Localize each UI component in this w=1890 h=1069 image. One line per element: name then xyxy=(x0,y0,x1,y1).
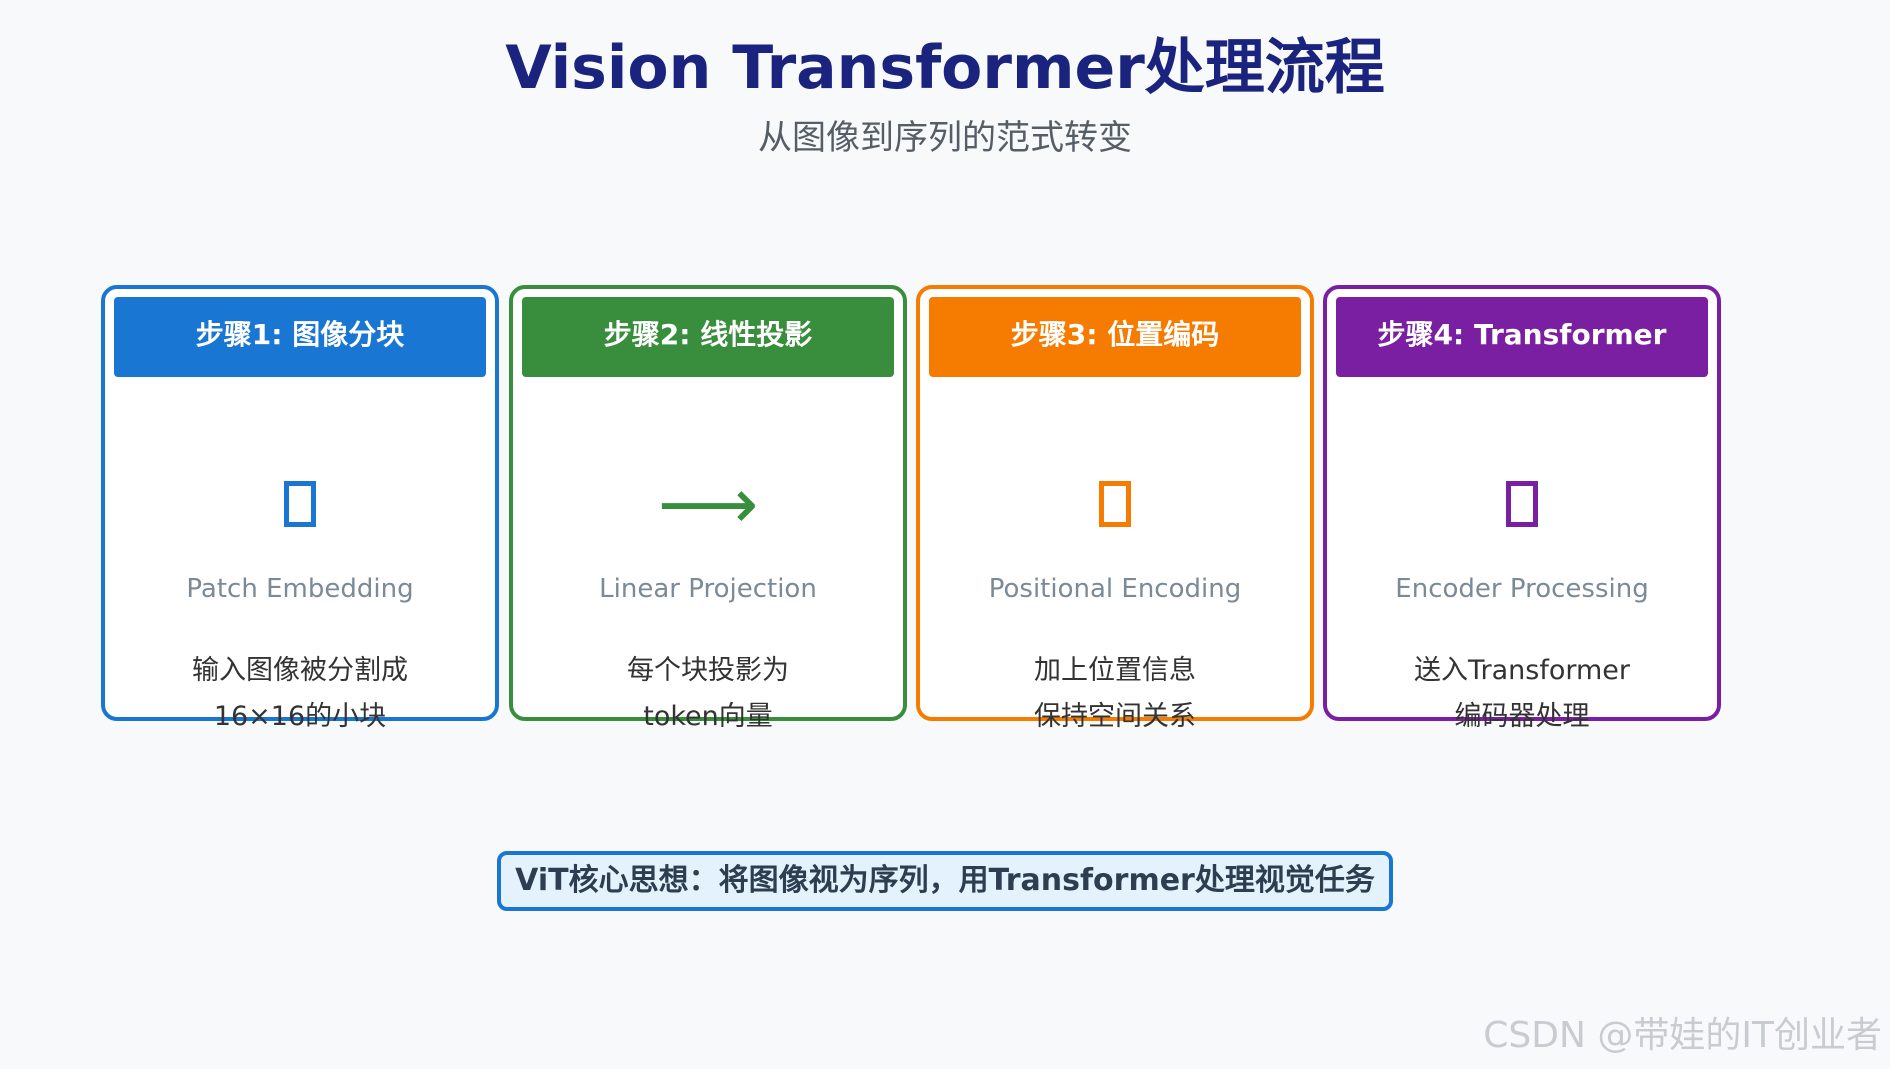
step-desc-2-line1: 每个块投影为 xyxy=(627,655,789,686)
step-desc-1: 输入图像被分割成 16×16的小块 xyxy=(101,648,499,740)
page-subtitle: 从图像到序列的范式转变 xyxy=(758,118,1132,158)
step-desc-1-line2: 16×16的小块 xyxy=(213,701,387,732)
step-header-1: 步骤1: 图像分块 xyxy=(114,297,486,377)
step-english-4: Encoder Processing xyxy=(1395,574,1649,604)
step-card-2: 步骤2: 线性投影 ⟶ xyxy=(509,285,907,721)
step-card-1: 步骤1: 图像分块 xyxy=(101,285,499,721)
watermark: CSDN @带娃的IT创业者 xyxy=(1483,1015,1882,1056)
step-header-4: 步骤4: Transformer xyxy=(1336,297,1708,377)
step-desc-4-line2: 编码器处理 xyxy=(1454,701,1590,732)
step-header-3: 步骤3: 位置编码 xyxy=(929,297,1301,377)
step-header-2: 步骤2: 线性投影 xyxy=(522,297,894,377)
position-box-icon xyxy=(920,459,1310,549)
step-desc-2-line2: token向量 xyxy=(643,701,773,732)
step-desc-4: 送入Transformer 编码器处理 xyxy=(1323,648,1721,740)
step-desc-2: 每个块投影为 token向量 xyxy=(509,648,907,740)
step-desc-1-line1: 输入图像被分割成 xyxy=(192,655,408,686)
step-english-1: Patch Embedding xyxy=(186,574,414,604)
step-desc-3-line2: 保持空间关系 xyxy=(1034,701,1196,732)
core-idea-box: ViT核心思想：将图像视为序列，用Transformer处理视觉任务 xyxy=(497,851,1393,911)
encoder-box-icon xyxy=(1327,459,1717,549)
step-card-3: 步骤3: 位置编码 xyxy=(916,285,1314,721)
step-english-3: Positional Encoding xyxy=(988,574,1242,604)
page-title: Vision Transformer处理流程 xyxy=(505,33,1385,103)
arrow-glyph: ⟶ xyxy=(657,463,759,545)
step-desc-3: 加上位置信息 保持空间关系 xyxy=(916,648,1314,740)
arrow-right-icon: ⟶ xyxy=(513,459,903,549)
step-desc-4-line1: 送入Transformer xyxy=(1413,655,1630,686)
step-desc-3-line1: 加上位置信息 xyxy=(1034,655,1196,686)
step-english-2: Linear Projection xyxy=(599,574,817,604)
step-card-4: 步骤4: Transformer xyxy=(1323,285,1721,721)
patch-box-icon xyxy=(105,459,495,549)
